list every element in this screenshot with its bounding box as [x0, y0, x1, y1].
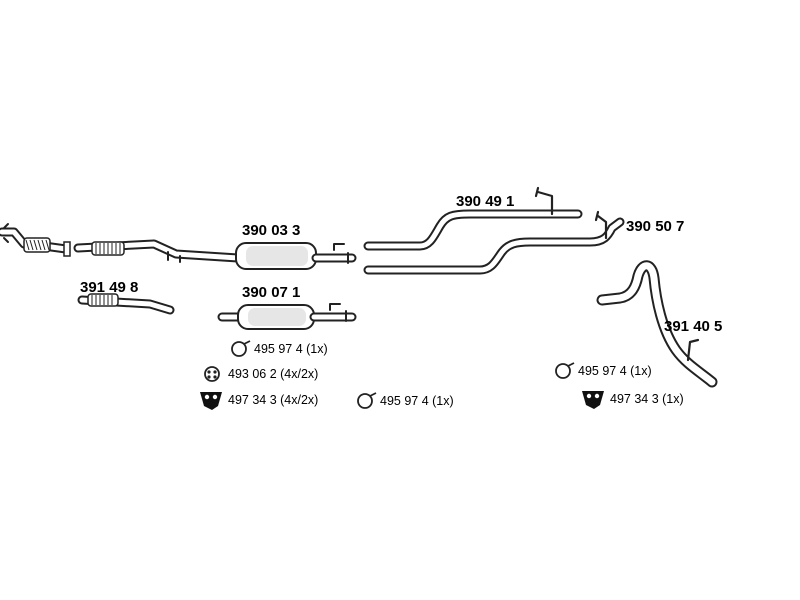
middle-silencer — [235, 242, 357, 270]
accessory-label-clamp-2: 495 97 4 (1x) — [380, 394, 454, 408]
tail-pipe — [596, 260, 718, 388]
front-silencer — [217, 303, 357, 330]
accessory-label-ring: 493 06 2 (4x/2x) — [228, 367, 319, 381]
rubber-ring-icon — [204, 366, 220, 382]
part-number-tail-pipe: 391 40 5 — [664, 318, 723, 335]
front-pipe — [0, 223, 71, 257]
accessory-label-hanger-2: 497 34 3 (1x) — [610, 392, 684, 406]
part-number-front-silencer: 390 07 1 — [242, 284, 301, 301]
accessory-label-clamp-1: 495 97 4 (1x) — [254, 342, 328, 356]
pipe-clamp-icon — [555, 362, 575, 379]
rubber-hanger-icon — [582, 391, 604, 409]
part-number-rear-pipe-upper: 390 49 1 — [456, 193, 515, 210]
part-number-middle-silencer: 390 03 3 — [242, 222, 301, 239]
intermediate-pipe — [77, 293, 175, 315]
rubber-hanger-icon — [200, 392, 222, 410]
pipe-clamp-icon — [231, 340, 251, 357]
part-number-intermediate-pipe: 391 49 8 — [80, 279, 139, 296]
accessory-label-hanger-1: 497 34 3 (4x/2x) — [228, 393, 319, 407]
rear-pipe-upper — [363, 186, 583, 251]
catalyst-pipe — [73, 239, 243, 263]
pipe-clamp-icon — [357, 392, 377, 409]
accessory-label-clamp-3: 495 97 4 (1x) — [578, 364, 652, 378]
rear-pipe-lower — [363, 210, 625, 275]
part-number-rear-pipe-lower: 390 50 7 — [626, 218, 685, 235]
